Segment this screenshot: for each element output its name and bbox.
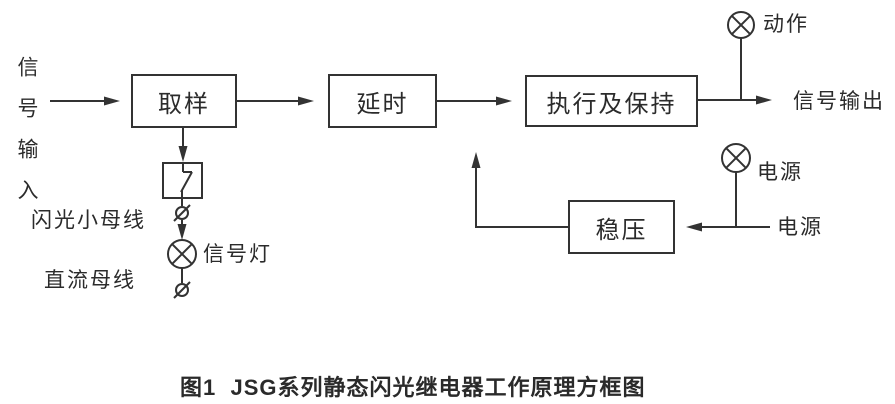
arrow-power-input [686, 222, 770, 232]
terminal-icon-flash-bus [173, 204, 191, 222]
dc-bus-label: 直流母线 [44, 269, 136, 292]
breaker-contact-icon [162, 162, 203, 199]
block-voltage-regulator: 稳压 [568, 200, 675, 254]
flash-bus-label: 闪光小母线 [31, 209, 146, 232]
block-sampling-label: 取样 [158, 90, 210, 118]
terminal-icon-dc-bus [173, 281, 191, 299]
lamp-icon-signal [167, 239, 197, 269]
arrow-delay-to-execute [437, 96, 512, 106]
block-sampling: 取样 [131, 74, 237, 128]
block-delay: 延时 [328, 74, 437, 128]
power-source-label: 电源 [777, 216, 823, 239]
signal-output-label: 信号输出 [793, 90, 885, 113]
arrow-signal-input [50, 96, 120, 106]
arrow-to-signal-lamp [177, 220, 187, 240]
signal-lamp-label: 信号灯 [203, 243, 272, 266]
block-voltage-regulator-label: 稳压 [595, 216, 648, 244]
block-delay-label: 延时 [356, 90, 409, 118]
arrow-sampling-to-delay [237, 96, 314, 106]
figure-caption: 图1 JSG系列静态闪光继电器工作原理方框图 [180, 375, 646, 400]
power-lamp-label: 电源 [757, 161, 803, 184]
block-execute-hold: 执行及保持 [525, 75, 698, 127]
signal-input-label: 信号输入 [15, 56, 38, 220]
arrow-sampling-down [178, 128, 188, 162]
lamp-icon-action [727, 11, 755, 39]
arrow-feedback [471, 152, 568, 228]
lamp-icon-power [721, 143, 751, 173]
block-execute-hold-label: 执行及保持 [546, 90, 677, 118]
action-lamp-label: 动作 [763, 13, 809, 36]
arrow-signal-output [698, 95, 772, 105]
